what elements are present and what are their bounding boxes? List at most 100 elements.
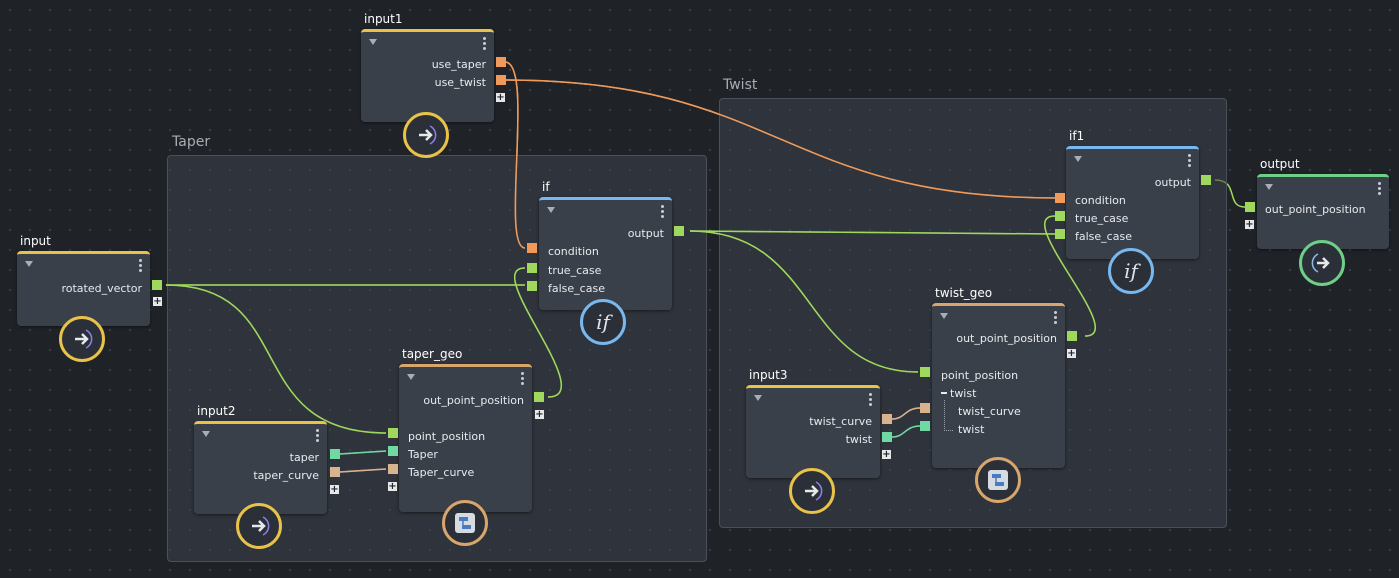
port-input2-taper[interactable]	[330, 449, 340, 459]
node-menu-icon[interactable]	[661, 205, 664, 220]
collapse-icon[interactable]	[369, 39, 377, 45]
port-if1-condition[interactable]	[1055, 193, 1065, 203]
port-label-out-point-position: out_point_position	[956, 332, 1057, 345]
port-taper-geo-out[interactable]	[534, 392, 544, 402]
add-port-button[interactable]: +	[535, 409, 544, 420]
compound-node-icon	[442, 500, 488, 546]
port-label-false-case: false_case	[1075, 230, 1132, 243]
port-twist-geo-twist[interactable]	[920, 421, 930, 431]
group-title-twist: Twist	[723, 77, 758, 93]
port-if-condition[interactable]	[527, 243, 537, 253]
port-rotated-vector[interactable]	[152, 280, 162, 290]
node-input1[interactable]: use_taper use_twist	[361, 29, 494, 122]
if-icon: if	[1124, 259, 1138, 283]
node-title-input3: input3	[749, 368, 788, 382]
add-port-button[interactable]: +	[1245, 219, 1254, 230]
group-title-taper: Taper	[172, 134, 211, 150]
port-label-true-case: true_case	[548, 264, 602, 277]
port-taper-geo-taper[interactable]	[388, 446, 398, 456]
node-if[interactable]: output condition true_case false_case	[539, 197, 672, 310]
node-menu-icon[interactable]	[139, 259, 142, 274]
port-twist-geo-twist-curve[interactable]	[920, 403, 930, 413]
add-port-button[interactable]: +	[153, 296, 162, 307]
port-twist-geo-out[interactable]	[1067, 331, 1077, 341]
output-node-icon	[1299, 240, 1345, 286]
port-taper-geo-point-position[interactable]	[388, 428, 398, 438]
port-use-taper[interactable]	[496, 57, 506, 67]
collapse-icon[interactable]	[754, 395, 762, 401]
node-menu-icon[interactable]	[1188, 154, 1191, 169]
compound-node-icon	[975, 457, 1021, 503]
port-label-twist: twist	[958, 423, 985, 436]
node-menu-icon[interactable]	[1054, 311, 1057, 326]
node-title-taper-geo: taper_geo	[402, 347, 463, 361]
node-menu-icon[interactable]	[521, 372, 524, 387]
port-if1-true-case[interactable]	[1055, 211, 1065, 221]
node-twist-geo[interactable]: out_point_position point_position twist …	[932, 303, 1065, 468]
node-title-input: input	[20, 234, 51, 248]
node-title-if: if	[542, 180, 550, 194]
port-input3-twist[interactable]	[882, 432, 892, 442]
arrow-right-arc-icon	[805, 481, 823, 501]
add-port-button[interactable]: +	[1067, 348, 1076, 359]
port-label-rotated-vector: rotated_vector	[61, 282, 142, 295]
collapse-icon[interactable]	[1074, 156, 1082, 162]
port-if1-output[interactable]	[1201, 175, 1211, 185]
port-group-label-twist: twist	[950, 387, 977, 400]
add-port-button[interactable]: +	[330, 484, 339, 495]
port-label-out-point-position: out_point_position	[423, 394, 524, 407]
node-menu-icon[interactable]	[483, 37, 486, 52]
port-twist-geo-point-position[interactable]	[920, 367, 930, 377]
arrow-right-arc-icon	[419, 125, 437, 145]
collapse-icon[interactable]	[407, 374, 415, 380]
collapse-icon[interactable]	[202, 431, 210, 437]
port-if-true-case[interactable]	[527, 263, 537, 273]
node-title-output: output	[1260, 157, 1300, 171]
node-menu-icon[interactable]	[869, 393, 872, 408]
node-if1[interactable]: output condition true_case false_case	[1066, 146, 1199, 259]
port-output-out-point-position[interactable]	[1245, 202, 1255, 212]
port-label-taper-curve: Taper_curve	[408, 466, 475, 479]
port-label-point-position: point_position	[408, 430, 486, 443]
port-taper-geo-taper-curve[interactable]	[388, 464, 398, 474]
node-taper-geo[interactable]: out_point_position point_position Taper …	[399, 364, 532, 512]
if-node-icon: if	[1108, 248, 1154, 294]
node-menu-icon[interactable]	[1378, 182, 1381, 197]
add-port-button[interactable]: +	[496, 92, 505, 103]
arrow-right-arc-icon	[1311, 253, 1330, 273]
collapse-icon[interactable]	[25, 261, 33, 267]
input-node-icon	[403, 112, 449, 158]
port-group-collapse-icon[interactable]	[941, 392, 947, 394]
port-if-false-case[interactable]	[527, 281, 537, 291]
node-input2[interactable]: taper taper_curve	[194, 421, 327, 514]
add-port-button[interactable]: +	[388, 481, 397, 492]
if-icon: if	[596, 310, 610, 334]
add-port-button[interactable]: +	[882, 449, 891, 460]
port-label-point-position: point_position	[941, 369, 1019, 382]
port-if-output[interactable]	[674, 226, 684, 236]
arrow-right-arc-icon	[252, 516, 270, 536]
port-label-false-case: false_case	[548, 282, 605, 295]
node-output[interactable]: out_point_position	[1257, 174, 1389, 249]
port-label-condition: condition	[1075, 194, 1126, 207]
input-node-icon	[789, 468, 835, 514]
port-label-output: output	[1154, 176, 1191, 189]
if-node-icon: if	[580, 299, 626, 345]
collapse-icon[interactable]	[547, 207, 555, 213]
node-title-input1: input1	[364, 12, 403, 26]
collapse-icon[interactable]	[1265, 184, 1273, 190]
collapse-icon[interactable]	[940, 313, 948, 319]
node-menu-icon[interactable]	[316, 429, 319, 444]
port-if1-false-case[interactable]	[1055, 229, 1065, 239]
node-input[interactable]: rotated_vector	[17, 251, 150, 326]
node-input3[interactable]: twist_curve twist	[746, 385, 880, 478]
port-label-use-taper: use_taper	[431, 58, 486, 71]
port-label-taper: taper	[289, 451, 319, 464]
node-title-twist-geo: twist_geo	[935, 286, 993, 300]
port-use-twist[interactable]	[496, 75, 506, 85]
port-label-twist: twist	[845, 433, 872, 446]
port-input2-taper-curve[interactable]	[330, 467, 340, 477]
port-input3-twist-curve[interactable]	[882, 414, 892, 424]
arrow-right-arc-icon	[75, 329, 93, 349]
